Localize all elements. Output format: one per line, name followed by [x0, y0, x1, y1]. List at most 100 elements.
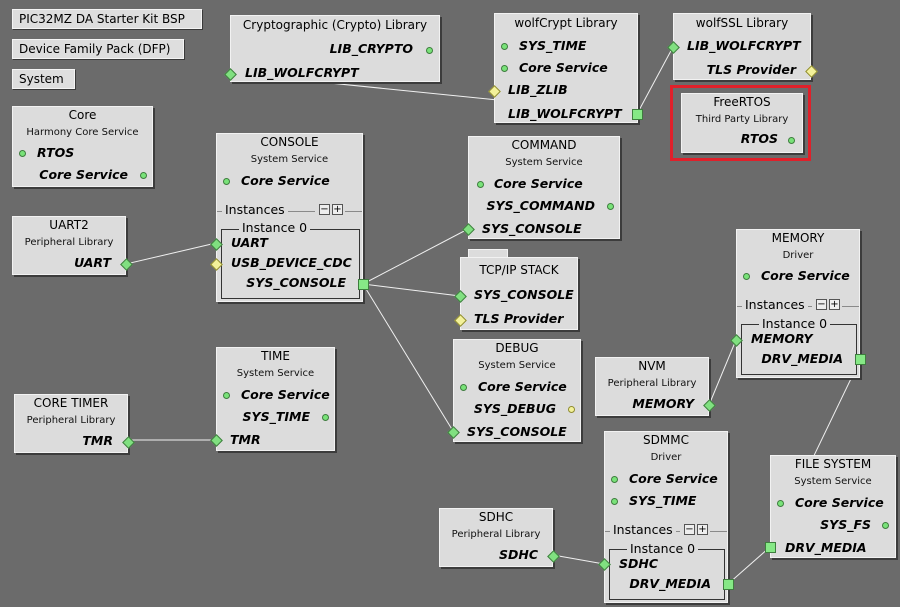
port-diamond[interactable] [210, 434, 223, 447]
bsp-chip[interactable]: PIC32MZ DA Starter Kit BSP [12, 9, 202, 29]
port-label: Core Service [241, 173, 330, 188]
port-label: LIB_WOLFCRYPT [508, 106, 622, 121]
component-subtitle: System Service [236, 368, 315, 379]
command-component[interactable]: COMMAND System Service Core Service SYS_… [462, 136, 620, 239]
port-led[interactable] [882, 522, 889, 529]
wire-wolfcrypt-wolfssl [636, 46, 674, 115]
add-instance-button[interactable]: + [332, 204, 343, 215]
port-led[interactable] [223, 392, 230, 399]
core-component[interactable]: Core Harmony Core Service RTOS Core Serv… [12, 106, 153, 187]
port-led[interactable] [426, 47, 433, 54]
component-title: DEBUG [495, 341, 539, 355]
debug-component[interactable]: DEBUG System Service Core Service SYS_DE… [447, 339, 581, 442]
instances-label: Instances [742, 297, 808, 312]
component-subtitle: System Service [250, 154, 329, 165]
port-label: Core Service [519, 60, 608, 75]
component-subtitle: Harmony Core Service [26, 127, 139, 138]
port-square[interactable] [855, 354, 866, 365]
remove-instance-button[interactable]: − [816, 299, 827, 310]
port-label: MEMORY [751, 331, 813, 346]
port-square[interactable] [632, 109, 643, 120]
sdhc-component[interactable]: SDHC Peripheral Library SDHC [439, 508, 560, 567]
freertos-component[interactable]: FreeRTOS Third Party Library RTOS [681, 93, 803, 153]
add-instance-button[interactable]: + [829, 299, 840, 310]
selection-highlight [670, 85, 811, 161]
port-led[interactable] [788, 137, 795, 144]
wolfcrypt-library-component[interactable]: wolfCrypt Library SYS_TIME Core Service … [488, 13, 643, 123]
uart2-component[interactable]: UART2 Peripheral Library UART [12, 216, 133, 275]
wolfssl-library-component[interactable]: wolfSSL Library LIB_WOLFCRYPT TLS Provid… [667, 13, 818, 80]
instances-label: Instances [610, 522, 676, 537]
port-diamond[interactable] [447, 426, 460, 439]
component-title: MEMORY [771, 231, 825, 245]
tcpip-stack-component[interactable]: TCP/IP STACK SYS_CONSOLE TLS Provider [454, 257, 578, 330]
port-led[interactable] [322, 414, 329, 421]
port-label: DRV_MEDIA [785, 540, 867, 555]
add-instance-button[interactable]: + [697, 524, 708, 535]
instance-0-label: Instance 0 [759, 316, 831, 331]
port-label: Core Service [494, 176, 583, 191]
port-label: LIB_WOLFCRYPT [245, 65, 359, 80]
wire-uart2-console [125, 242, 217, 265]
port-diamond[interactable] [122, 436, 135, 449]
port-label: Core Service [39, 167, 128, 182]
port-label: Core Service [761, 268, 850, 283]
port-label: DRV_MEDIA [629, 576, 711, 591]
port-label: Core Service [795, 495, 884, 510]
component-title: UART2 [49, 218, 89, 232]
port-label: SYS_TIME [629, 493, 697, 508]
system-chip[interactable]: System [12, 69, 75, 89]
port-square[interactable] [723, 579, 734, 590]
port-led[interactable] [477, 181, 484, 188]
memory-component[interactable]: MEMORY Driver Core Service Instances −+ … [730, 229, 866, 378]
console-component[interactable]: CONSOLE System Service Core Service Inst… [210, 133, 369, 302]
dfp-chip[interactable]: Device Family Pack (DFP) [12, 39, 184, 59]
port-square[interactable] [765, 542, 776, 553]
port-led[interactable] [460, 384, 467, 391]
component-subtitle: Driver [650, 452, 682, 463]
port-label: SYS_TIME [519, 38, 587, 53]
port-label: SYS_CONSOLE [482, 221, 582, 236]
time-component[interactable]: TIME System Service Core Service SYS_TIM… [210, 347, 335, 451]
port-label: TLS Provider [474, 311, 564, 326]
port-led[interactable] [611, 476, 618, 483]
component-title: CONSOLE [260, 135, 319, 149]
port-diamond[interactable] [488, 85, 501, 98]
component-subtitle: System Service [505, 157, 583, 168]
port-square[interactable] [358, 279, 369, 290]
port-label: UART [231, 235, 268, 250]
port-led[interactable] [743, 273, 750, 280]
remove-instance-button[interactable]: − [319, 204, 330, 215]
port-diamond[interactable] [224, 68, 237, 81]
port-led[interactable] [223, 178, 230, 185]
port-led[interactable] [777, 500, 784, 507]
port-led[interactable] [140, 172, 147, 179]
port-label: USB_DEVICE_CDC [231, 255, 352, 270]
port-diamond[interactable] [462, 223, 475, 236]
remove-instance-button[interactable]: − [684, 524, 695, 535]
port-label: Core Service [629, 471, 718, 486]
port-led[interactable] [611, 498, 618, 505]
port-label: SYS_CONSOLE [246, 275, 346, 290]
port-led[interactable] [501, 65, 508, 72]
sdmmc-component[interactable]: SDMMC Driver Core Service SYS_TIME Insta… [598, 431, 734, 603]
port-diamond[interactable] [454, 290, 467, 303]
nvm-component[interactable]: NVM Peripheral Library MEMORY [595, 357, 716, 416]
port-diamond[interactable] [454, 314, 467, 327]
port-led[interactable] [568, 406, 575, 413]
port-diamond[interactable] [667, 41, 680, 54]
crypto-library-component[interactable]: Cryptographic (Crypto) Library LIB_CRYPT… [224, 15, 440, 82]
file-system-component[interactable]: FILE SYSTEM System Service Core Service … [765, 455, 896, 558]
port-label: LIB_ZLIB [508, 82, 568, 97]
component-title: wolfCrypt Library [514, 16, 618, 30]
tcpip-tab [468, 249, 508, 259]
port-diamond[interactable] [120, 258, 133, 271]
port-led[interactable] [501, 43, 508, 50]
port-diamond[interactable] [547, 550, 560, 563]
port-diamond[interactable] [703, 399, 716, 412]
port-led[interactable] [607, 203, 614, 210]
port-label: SYS_DEBUG [473, 401, 556, 416]
core-timer-component[interactable]: CORE TIMER Peripheral Library TMR [14, 394, 135, 453]
port-diamond[interactable] [805, 65, 818, 78]
port-led[interactable] [19, 150, 26, 157]
